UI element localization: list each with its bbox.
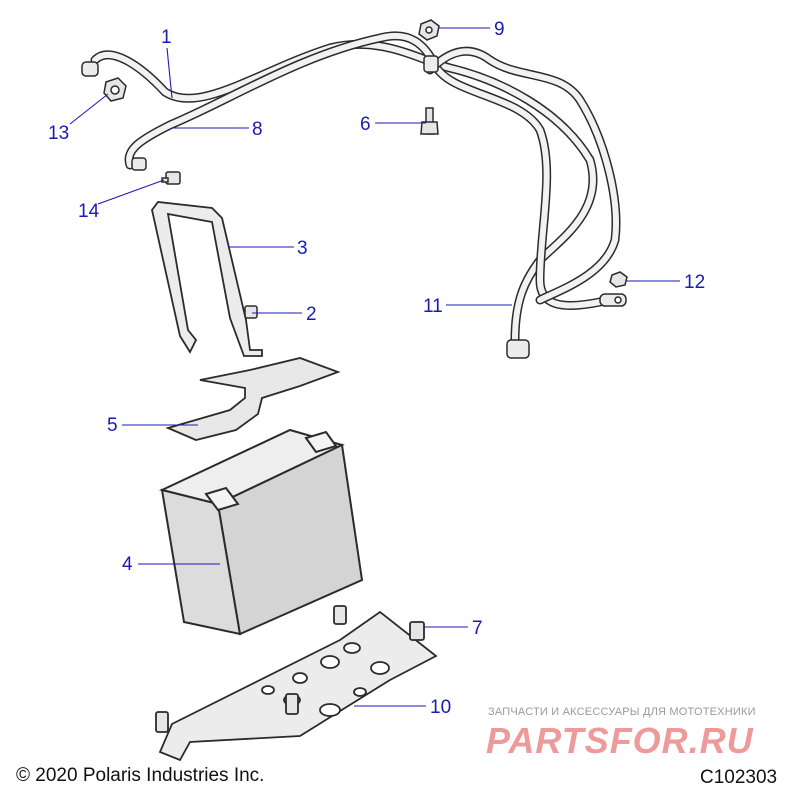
callout-8: 8	[252, 119, 263, 140]
callout-5: 5	[107, 415, 118, 436]
callout-1: 1	[161, 27, 172, 48]
watermark-logo: PARTSFOR.RU	[486, 720, 754, 761]
callout-6: 6	[360, 114, 371, 135]
bolt-2	[244, 305, 258, 319]
bolt-14	[161, 171, 181, 185]
callout-4: 4	[122, 554, 133, 575]
callout-10: 10	[430, 697, 452, 718]
callout-2: 2	[306, 304, 317, 325]
callout-13: 13	[48, 123, 70, 144]
diagram-id: C102303	[700, 767, 778, 788]
battery-pad	[165, 357, 341, 441]
callout-3: 3	[297, 238, 308, 259]
callout-9: 9	[494, 19, 505, 40]
callout-7: 7	[472, 618, 483, 639]
bolt-6	[420, 107, 439, 135]
callout-14: 14	[78, 201, 100, 222]
nut-12	[609, 271, 628, 288]
battery-cables	[81, 31, 627, 359]
hold-down-strap	[151, 201, 263, 357]
nut-9	[418, 19, 440, 41]
leader-lines	[69, 27, 680, 707]
callout-11: 11	[423, 296, 443, 317]
fasteners	[103, 19, 628, 319]
copyright-text: © 2020 Polaris Industries Inc.	[16, 765, 265, 786]
watermark-tagline: ЗАПЧАСТИ И АКСЕССУАРЫ ДЛЯ МОТОТЕХНИКИ	[488, 706, 756, 718]
mounting-bracket	[155, 605, 438, 762]
callout-12: 12	[684, 272, 706, 293]
nut-13	[103, 77, 127, 102]
battery	[159, 428, 364, 636]
